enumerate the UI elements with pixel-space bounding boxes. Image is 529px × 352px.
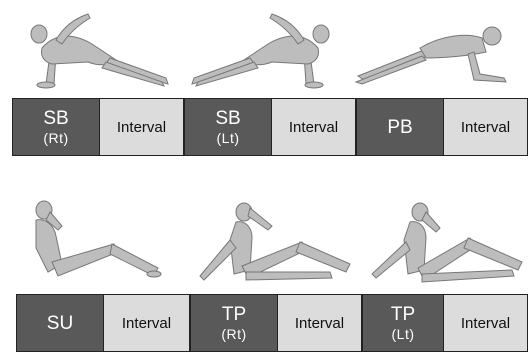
- exercise-side: (Rt): [43, 130, 68, 146]
- interval-label: Interval: [277, 295, 361, 351]
- exercise-name: SB: [43, 109, 68, 128]
- exercise-bar: PB Interval: [356, 98, 528, 156]
- exercise-bar: TP (Rt) Interval: [190, 294, 362, 352]
- figure-side-bridge-left: [184, 4, 354, 88]
- figure-sit-up: [22, 198, 162, 288]
- interval-label: Interval: [443, 99, 527, 155]
- figure-prone-bridge: [354, 22, 526, 88]
- exercise-side: (Lt): [217, 130, 240, 146]
- interval-label: Interval: [271, 99, 355, 155]
- exercise-label: SB (Rt): [13, 99, 99, 155]
- exercise-bar: TP (Lt) Interval: [362, 294, 528, 352]
- exercise-name: TP: [391, 305, 415, 324]
- exercise-name: PB: [387, 118, 412, 137]
- exercise-bar: SB (Rt) Interval: [12, 98, 184, 156]
- exercise-bar: SU Interval: [16, 294, 190, 352]
- interval-label: Interval: [443, 295, 527, 351]
- exercise-label: TP (Rt): [191, 295, 277, 351]
- exercise-label: TP (Lt): [363, 295, 443, 351]
- figure-side-bridge-right: [6, 4, 176, 88]
- figure-twist-left: [362, 200, 528, 288]
- exercise-name: SU: [47, 314, 73, 333]
- interval-label: Interval: [103, 295, 189, 351]
- exercise-bar: SB (Lt) Interval: [184, 98, 356, 156]
- exercise-side: (Lt): [392, 326, 415, 342]
- exercise-label: SU: [17, 295, 103, 351]
- exercise-label: SB (Lt): [185, 99, 271, 155]
- interval-label: Interval: [99, 99, 183, 155]
- figure-twist-right: [190, 200, 360, 288]
- exercise-label: PB: [357, 99, 443, 155]
- exercise-name: SB: [215, 109, 240, 128]
- exercise-name: TP: [222, 305, 246, 324]
- exercise-side: (Rt): [221, 326, 246, 342]
